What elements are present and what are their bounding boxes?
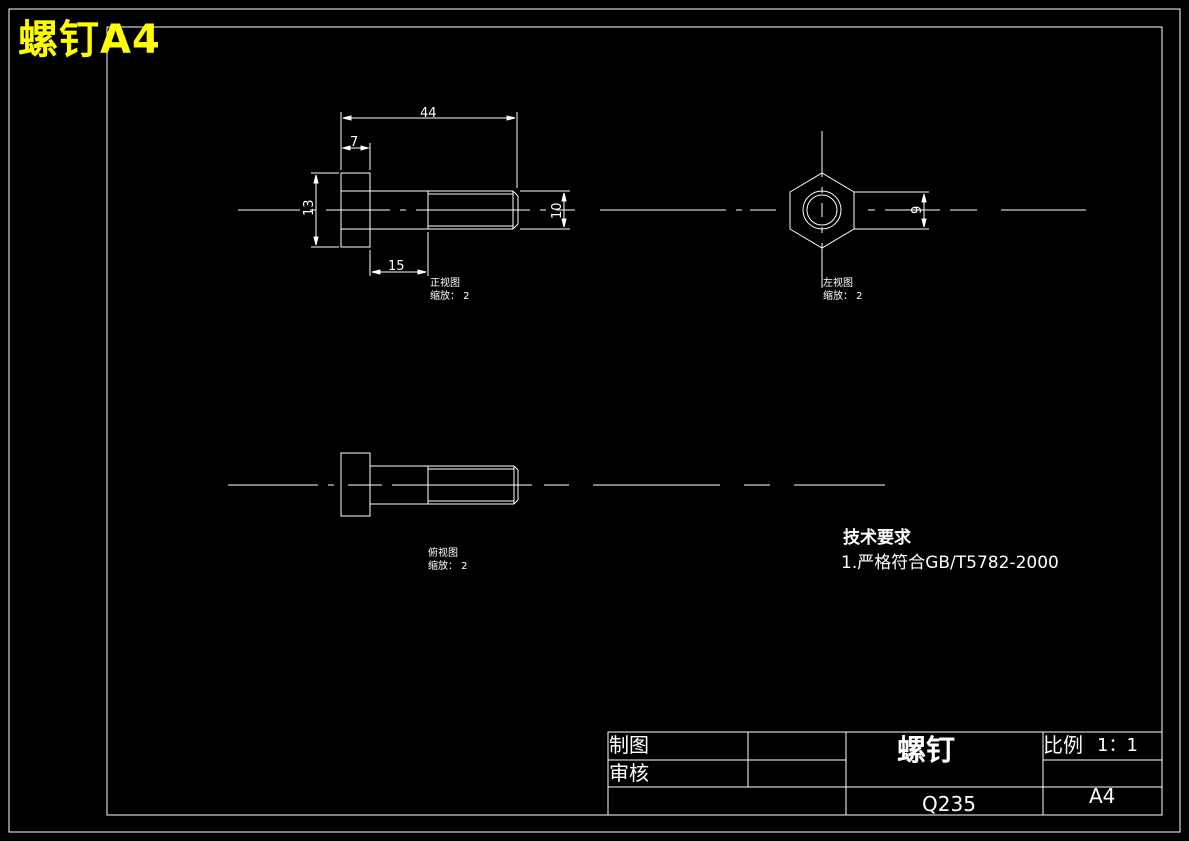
dim-13-label: 13 (302, 199, 317, 216)
sheet-size: A4 (1089, 784, 1115, 808)
inner-border (106, 26, 1163, 816)
top-view (228, 452, 885, 517)
top-view-scale: 缩放： 2 (428, 559, 468, 572)
material: Q235 (922, 792, 976, 816)
left-view-name: 左视图 (823, 276, 853, 289)
front-view-name: 正视图 (430, 276, 460, 289)
checked-label: 审核 (609, 761, 649, 785)
top-view-name: 俯视图 (428, 546, 458, 559)
scale-value: 1：1 (1097, 735, 1138, 756)
drawn-label: 制图 (609, 733, 649, 757)
front-view-scale: 缩放： 2 (430, 289, 470, 302)
dim-10-label: 10 (550, 202, 565, 219)
tech-requirements-item: 1.严格符合GB/T5782-2000 (841, 553, 1059, 573)
overlay-title: 螺钉A4 (18, 17, 161, 63)
dim-44-label: 44 (420, 106, 437, 121)
scale-label: 比例 (1043, 733, 1083, 757)
left-view (600, 131, 1086, 288)
title-block (607, 731, 1163, 816)
dim-15-label: 15 (388, 259, 405, 274)
tech-requirements-heading: 技术要求 (843, 527, 911, 548)
part-name: 螺钉 (897, 733, 955, 767)
outer-border (8, 8, 1181, 833)
front-view (238, 112, 575, 276)
left-view-scale: 缩放： 2 (823, 289, 863, 302)
dim-7-label: 7 (350, 135, 358, 150)
dim-9-label: 9 (910, 206, 925, 214)
